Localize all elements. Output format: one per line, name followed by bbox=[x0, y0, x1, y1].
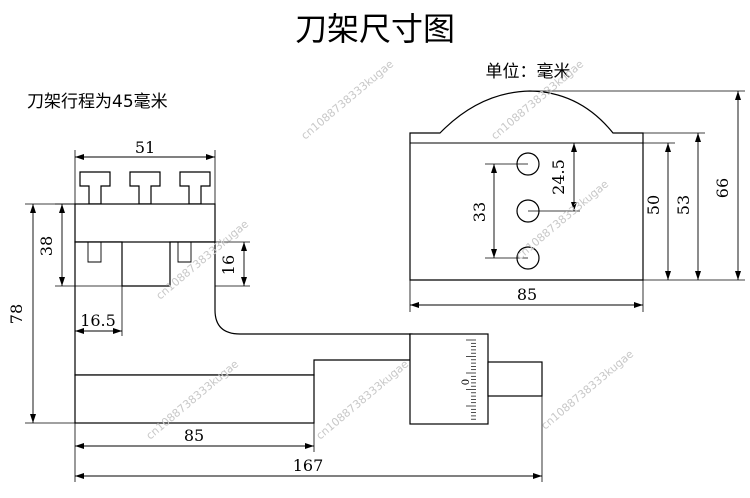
graduated-dial: 0 bbox=[409, 333, 543, 425]
slot-peg-right bbox=[177, 242, 192, 263]
tool-post-front-view bbox=[74, 171, 413, 424]
tool-post-base bbox=[74, 374, 315, 424]
watermark-6: cn1088738333kugae bbox=[314, 357, 412, 442]
dim-50-label: 50 bbox=[644, 195, 663, 215]
dim-38-label: 38 bbox=[37, 236, 56, 256]
tool-post-side-view: 33 24.5 50 53 66 85 bbox=[409, 90, 745, 312]
dial-tick-marks bbox=[466, 339, 476, 420]
tool-post-upper-body bbox=[74, 203, 216, 243]
dim-33-label: 33 bbox=[470, 202, 489, 222]
tool-post-lower-body bbox=[74, 241, 411, 376]
dim-167-label: 167 bbox=[293, 456, 324, 475]
dim-24-5-label: 24.5 bbox=[549, 159, 568, 195]
travel-note: 刀架行程为45毫米 bbox=[27, 92, 168, 112]
dim-85-base-label: 85 bbox=[184, 426, 204, 445]
unit-note: 单位：毫米 bbox=[486, 62, 571, 82]
dim-16-5-label: 16.5 bbox=[80, 311, 116, 330]
clamp-screw-left bbox=[79, 171, 111, 205]
dim-16-label: 16 bbox=[219, 255, 238, 275]
clamp-screw-right bbox=[179, 171, 211, 205]
clamp-screw-middle bbox=[129, 171, 161, 205]
left-dimensions: 51 38 16 78 16.5 85 bbox=[7, 138, 543, 482]
dial-housing bbox=[409, 333, 489, 425]
dim-53-label: 53 bbox=[674, 195, 693, 215]
dim-78-label: 78 bbox=[7, 304, 26, 324]
dim-51-label: 51 bbox=[135, 138, 155, 157]
dial-zero-label: 0 bbox=[461, 379, 472, 385]
slot-peg-left bbox=[87, 242, 102, 263]
dim-85-plate-label: 85 bbox=[517, 285, 537, 304]
dim-66-label: 66 bbox=[713, 178, 732, 198]
watermark-1: cn1088738333kugae bbox=[299, 57, 397, 142]
watermark-7: cn1088738333kugae bbox=[539, 347, 637, 432]
drawing-title: 刀架尺寸图 bbox=[295, 10, 455, 48]
dial-shaft bbox=[487, 361, 543, 397]
